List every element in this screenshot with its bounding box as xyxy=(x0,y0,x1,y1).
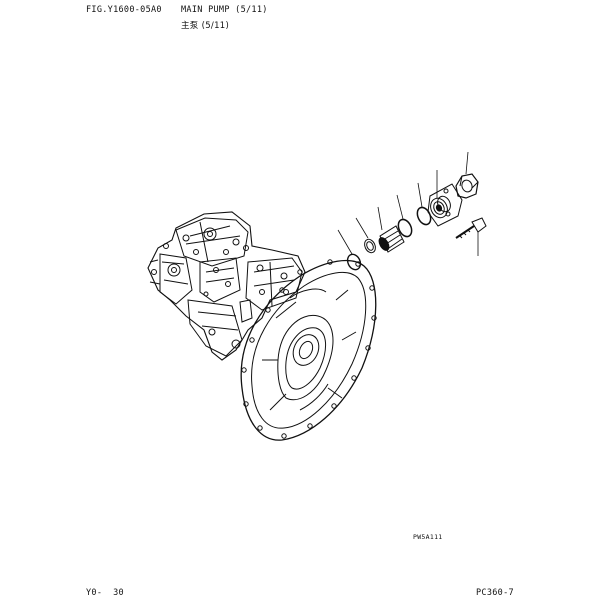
threaded-plug xyxy=(377,207,404,252)
bolt xyxy=(456,218,486,256)
hex-nut xyxy=(456,152,478,198)
figure-code: FIG.Y1600-05A0 xyxy=(86,5,162,15)
model-number: PC360-7 xyxy=(476,588,514,598)
page-title-chinese: 主泵 (5/11) xyxy=(181,21,230,31)
page-title-english: MAIN PUMP (5/11) xyxy=(181,5,268,15)
o-ring-small xyxy=(338,230,363,272)
flange-plate xyxy=(428,184,462,226)
page-number: Y0- 30 xyxy=(86,588,124,598)
main-pump-body xyxy=(148,212,305,360)
o-ring-middle xyxy=(396,195,414,239)
pump-mounting-flange xyxy=(241,260,376,440)
drawing-code: PW5A111 xyxy=(413,533,443,541)
backup-ring xyxy=(356,218,377,254)
